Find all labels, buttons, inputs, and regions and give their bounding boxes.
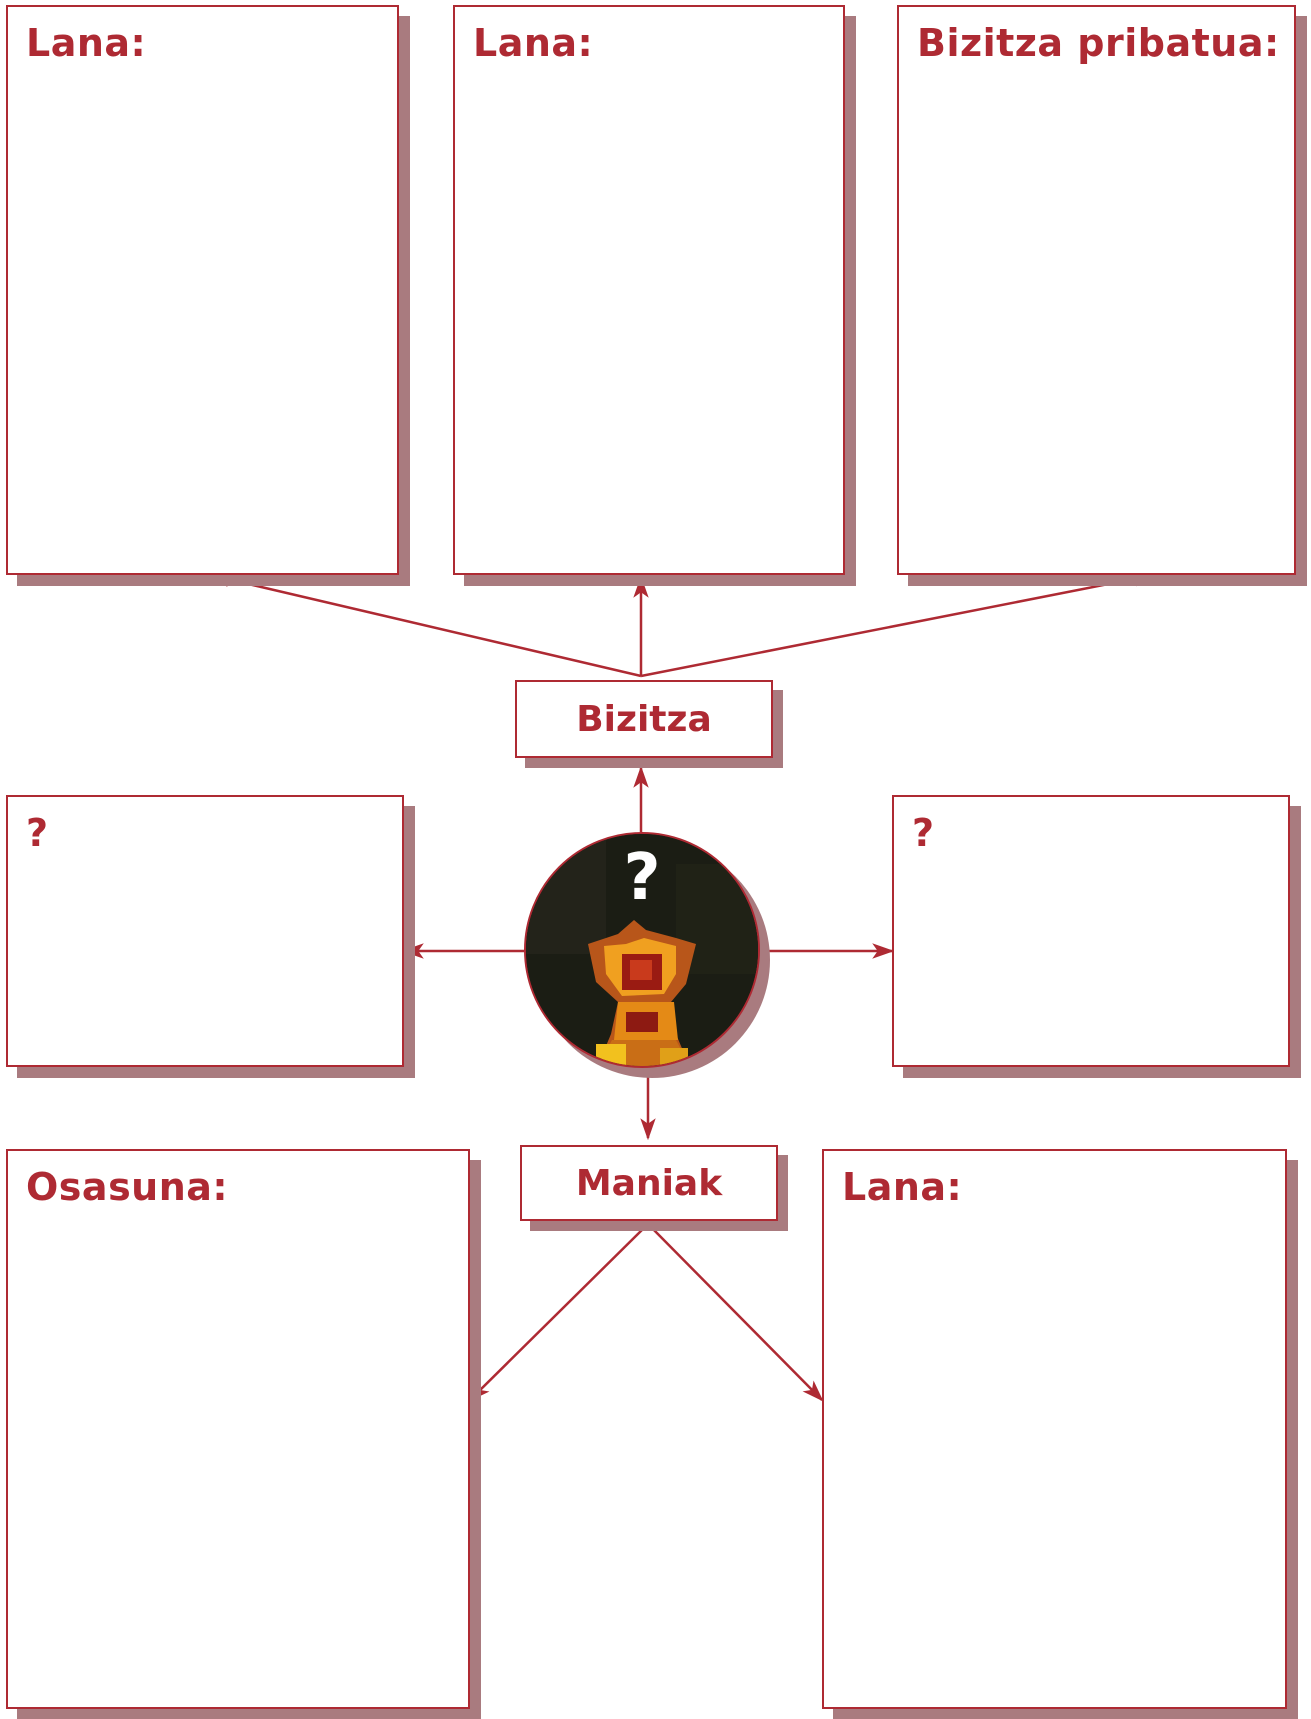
box-label: ? bbox=[26, 811, 49, 855]
arrow-bizitza-to-pribatua bbox=[641, 575, 1154, 676]
box-osasuna: Osasuna: bbox=[6, 1149, 470, 1709]
box-label: Bizitza pribatua: bbox=[917, 21, 1280, 65]
box-label: Lana: bbox=[473, 21, 593, 65]
portrait: ? bbox=[524, 832, 760, 1068]
box-label: ? bbox=[912, 811, 935, 855]
box-lana-top-center: Lana: bbox=[453, 5, 845, 575]
box-unknown-left: ? bbox=[6, 795, 404, 1067]
box-unknown-right: ? bbox=[892, 795, 1290, 1067]
box-label: Lana: bbox=[842, 1165, 962, 1209]
box-bizitza-pribatua: Bizitza pribatua: bbox=[897, 5, 1296, 575]
node-maniak: Maniak bbox=[520, 1145, 778, 1221]
box-lana-top-left: Lana: bbox=[6, 5, 399, 575]
box-lana-bottom: Lana: bbox=[822, 1149, 1287, 1709]
question-mark: ? bbox=[526, 846, 758, 910]
box-label: Lana: bbox=[26, 21, 146, 65]
arrow-maniak-to-lana bbox=[648, 1224, 822, 1400]
node-bizitza: Bizitza bbox=[515, 680, 773, 758]
box-label: Osasuna: bbox=[26, 1165, 228, 1209]
portrait-image: ? bbox=[524, 832, 760, 1068]
arrow-maniak-to-osasuna bbox=[470, 1224, 648, 1400]
arrow-bizitza-to-lana-1 bbox=[210, 575, 641, 676]
node-bizitza-label: Bizitza bbox=[576, 699, 712, 740]
node-maniak-label: Maniak bbox=[576, 1163, 722, 1204]
